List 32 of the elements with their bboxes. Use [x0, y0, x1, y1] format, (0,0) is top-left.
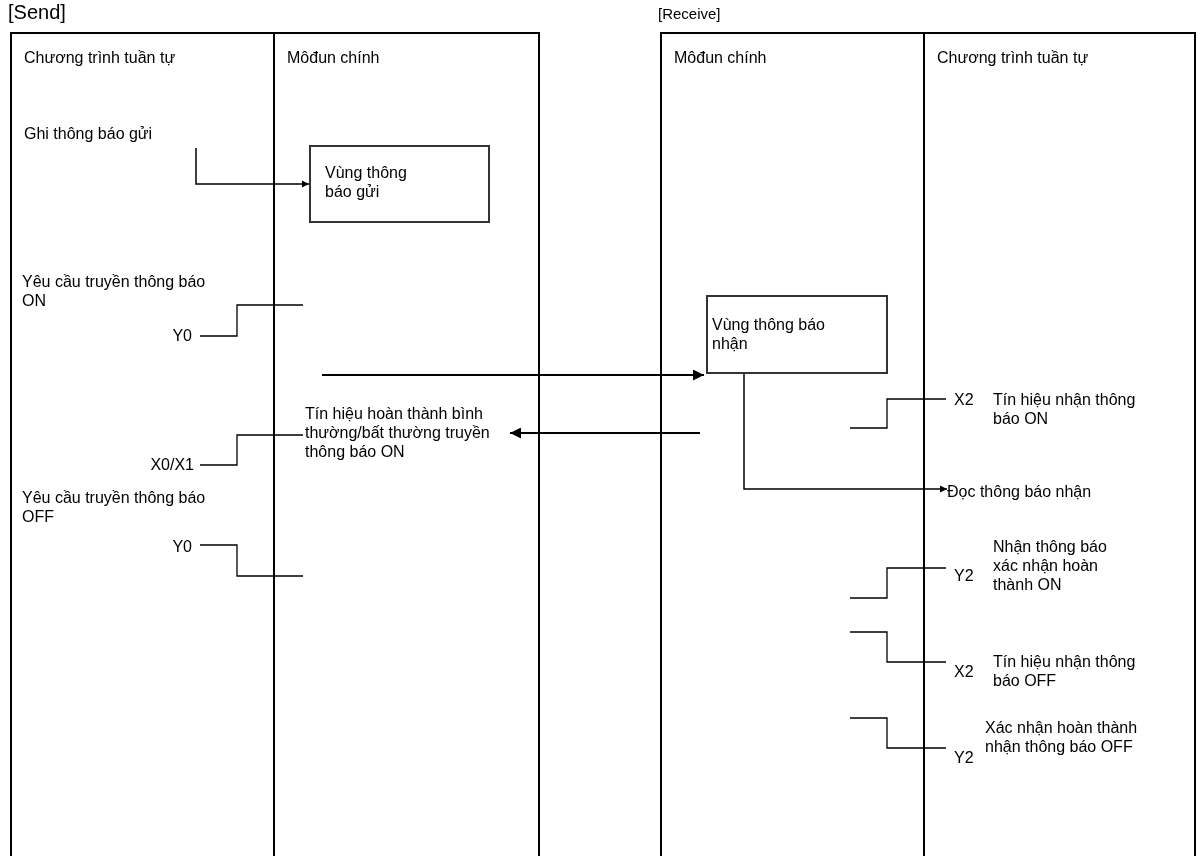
- arrow: [510, 427, 700, 439]
- step-label: Ghi thông báo gửi: [24, 124, 184, 144]
- signal-name: X2: [954, 662, 975, 681]
- signal-description: Yêu cầu truyền thông báo ON: [22, 272, 207, 310]
- swimlane: [10, 32, 275, 856]
- panel-title: [Send]: [8, 0, 66, 24]
- signal-description: Yêu cầu truyền thông báo OFF: [22, 488, 207, 526]
- signal-name: Y2: [954, 566, 975, 585]
- swimlane: [660, 32, 925, 856]
- signal-name: Y0: [171, 537, 192, 556]
- signal-description: Tín hiệu nhận thông báo OFF: [993, 652, 1137, 690]
- panel-title: [Receive]: [658, 4, 721, 23]
- arrow: [195, 147, 310, 188]
- lane-header: Môđun chính: [674, 48, 767, 67]
- signal-description: Tín hiệu nhận thông báo ON: [993, 390, 1137, 428]
- swimlane: [275, 32, 540, 856]
- lane-header: Chương trình tuần tự: [24, 48, 176, 67]
- signal-description: Xác nhận hoàn thành nhận thông báo OFF: [985, 718, 1139, 756]
- signal-name: Y0: [171, 326, 192, 345]
- memory-area-box: Vùng thông báo nhận: [706, 295, 888, 374]
- swimlane: [925, 32, 1196, 856]
- signal-name: Y2: [954, 748, 975, 767]
- signal-name: X0/X1: [149, 455, 194, 474]
- arrow: [743, 371, 948, 493]
- step-label: Tín hiệu hoàn thành bình thường/bất thường truyền thông báo ON: [305, 404, 510, 464]
- signal-description: Nhận thông báo xác nhận hoàn thành ON: [993, 537, 1108, 594]
- lane-header: Chương trình tuần tự: [937, 48, 1089, 67]
- signal-name: X2: [954, 390, 975, 409]
- arrow: [322, 369, 704, 381]
- lane-header: Môđun chính: [287, 48, 380, 67]
- step-label: Đọc thông báo nhận: [947, 482, 1137, 502]
- memory-area-box: Vùng thông báo gửi: [309, 145, 490, 223]
